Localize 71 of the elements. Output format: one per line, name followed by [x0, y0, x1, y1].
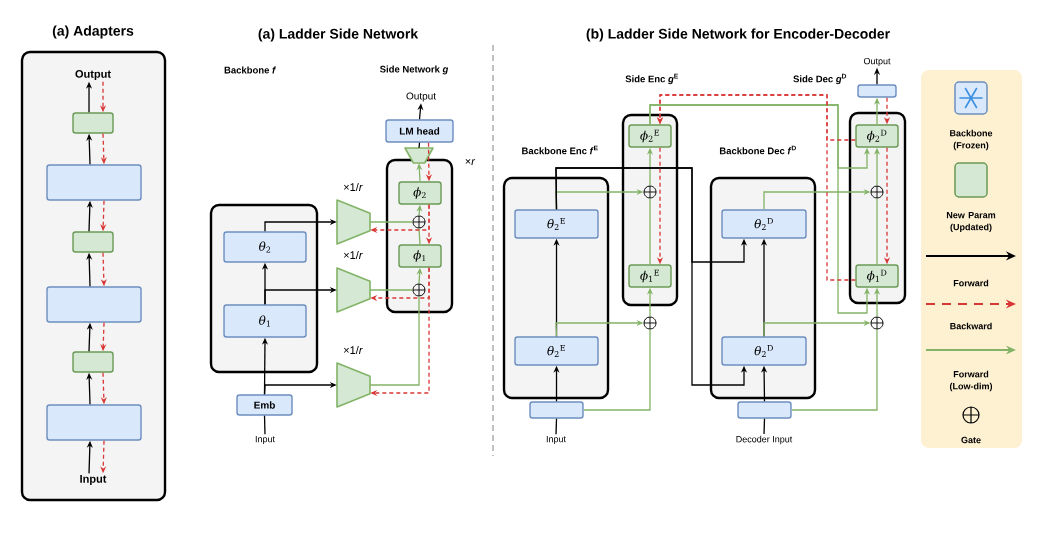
layer-box: θ$_{1}$ — [223, 304, 307, 338]
heading-label: Backbone Enc f$^{E}$ — [522, 145, 598, 155]
panel-title: (b) Ladder Side Network for Encoder-Decoder — [586, 28, 890, 42]
layer-box — [46, 404, 142, 441]
legend-label: Forward (Low-dim) — [949, 370, 993, 392]
connector-line — [369, 295, 420, 386]
layer-box — [46, 286, 142, 323]
adapter-box — [72, 112, 114, 134]
adapter-box: ϕ$_{2}$ — [398, 181, 442, 205]
projection-trapezoid — [336, 267, 371, 313]
heading-label: Side Enc g$^{E}$ — [625, 73, 678, 85]
panel-title: (a) Adapters — [52, 25, 134, 39]
heading-label: Backbone f — [224, 66, 276, 74]
legend-label: Forward — [953, 279, 989, 287]
connector-line — [369, 221, 414, 223]
layer-box — [737, 401, 792, 419]
io-label: Input — [546, 435, 566, 444]
io-label: Decoder Input — [736, 435, 793, 445]
connector-line — [555, 418, 558, 435]
legend-label: Backward — [950, 322, 992, 330]
gate-symbol — [643, 316, 657, 330]
layer-box: Emb — [236, 394, 293, 416]
layer-box: θ$_{2}$E — [514, 336, 599, 366]
connector-line — [369, 289, 414, 291]
heading-label: Side Dec g$^{D}$ — [793, 73, 847, 85]
connector-line — [418, 142, 421, 149]
layer-box — [529, 401, 584, 419]
layer-box — [857, 84, 897, 98]
connector-line — [418, 227, 421, 245]
io-label: Output — [863, 57, 891, 67]
connector-line — [263, 415, 266, 435]
panel-title: (a) Ladder Side Network — [258, 28, 419, 42]
gate-symbol — [643, 185, 657, 199]
scale-label: ×1/r — [343, 345, 363, 355]
projection-trapezoid — [404, 147, 434, 164]
adapter-box: ϕ$_{1}$D — [855, 264, 899, 288]
layer-box: θ$_{2}$D — [721, 336, 807, 366]
io-label: Output — [406, 92, 436, 102]
io-label: Input — [80, 475, 107, 485]
adapter-box: ϕ$_{2}$E — [628, 124, 672, 148]
scale-label: ×r — [465, 158, 476, 166]
heading-label: Side Network g — [379, 65, 449, 75]
connector-line — [876, 197, 878, 265]
io-label: Output — [75, 70, 111, 80]
gate-symbol — [412, 215, 426, 229]
adapter-box: ϕ$_{1}$E — [628, 264, 672, 288]
projection-trapezoid — [336, 199, 371, 245]
adapter-box: ϕ$_{2}$D — [855, 124, 899, 148]
legend-label: Backbone (Frozen) — [950, 129, 993, 151]
adapter-box — [72, 231, 114, 253]
gate-symbol — [412, 283, 426, 297]
connector-line — [763, 418, 766, 435]
io-label: Input — [255, 435, 275, 444]
layer-box: θ$_{2}$D — [721, 209, 807, 239]
layer-box: LM head — [385, 119, 454, 143]
scale-label: ×1/r — [343, 182, 363, 192]
projection-trapezoid — [336, 362, 371, 408]
connector-line — [791, 328, 878, 411]
layer-box: θ$_{2}$ — [223, 231, 307, 263]
adapter-box — [72, 351, 114, 373]
adapter-box: ϕ$_{1}$ — [398, 244, 442, 268]
layer-box: θ$_{2}$E — [514, 209, 599, 239]
legend-label: Gate — [961, 436, 981, 444]
connector-line — [583, 328, 651, 411]
gate-symbol — [870, 185, 884, 199]
layer-box — [46, 164, 142, 201]
legend-label: New Param (Updated) — [946, 211, 996, 232]
gate-symbol — [870, 316, 884, 330]
scale-label: ×1/r — [343, 250, 363, 260]
connector-line — [649, 197, 651, 265]
heading-label: Backbone Dec f$^{D}$ — [719, 145, 796, 155]
